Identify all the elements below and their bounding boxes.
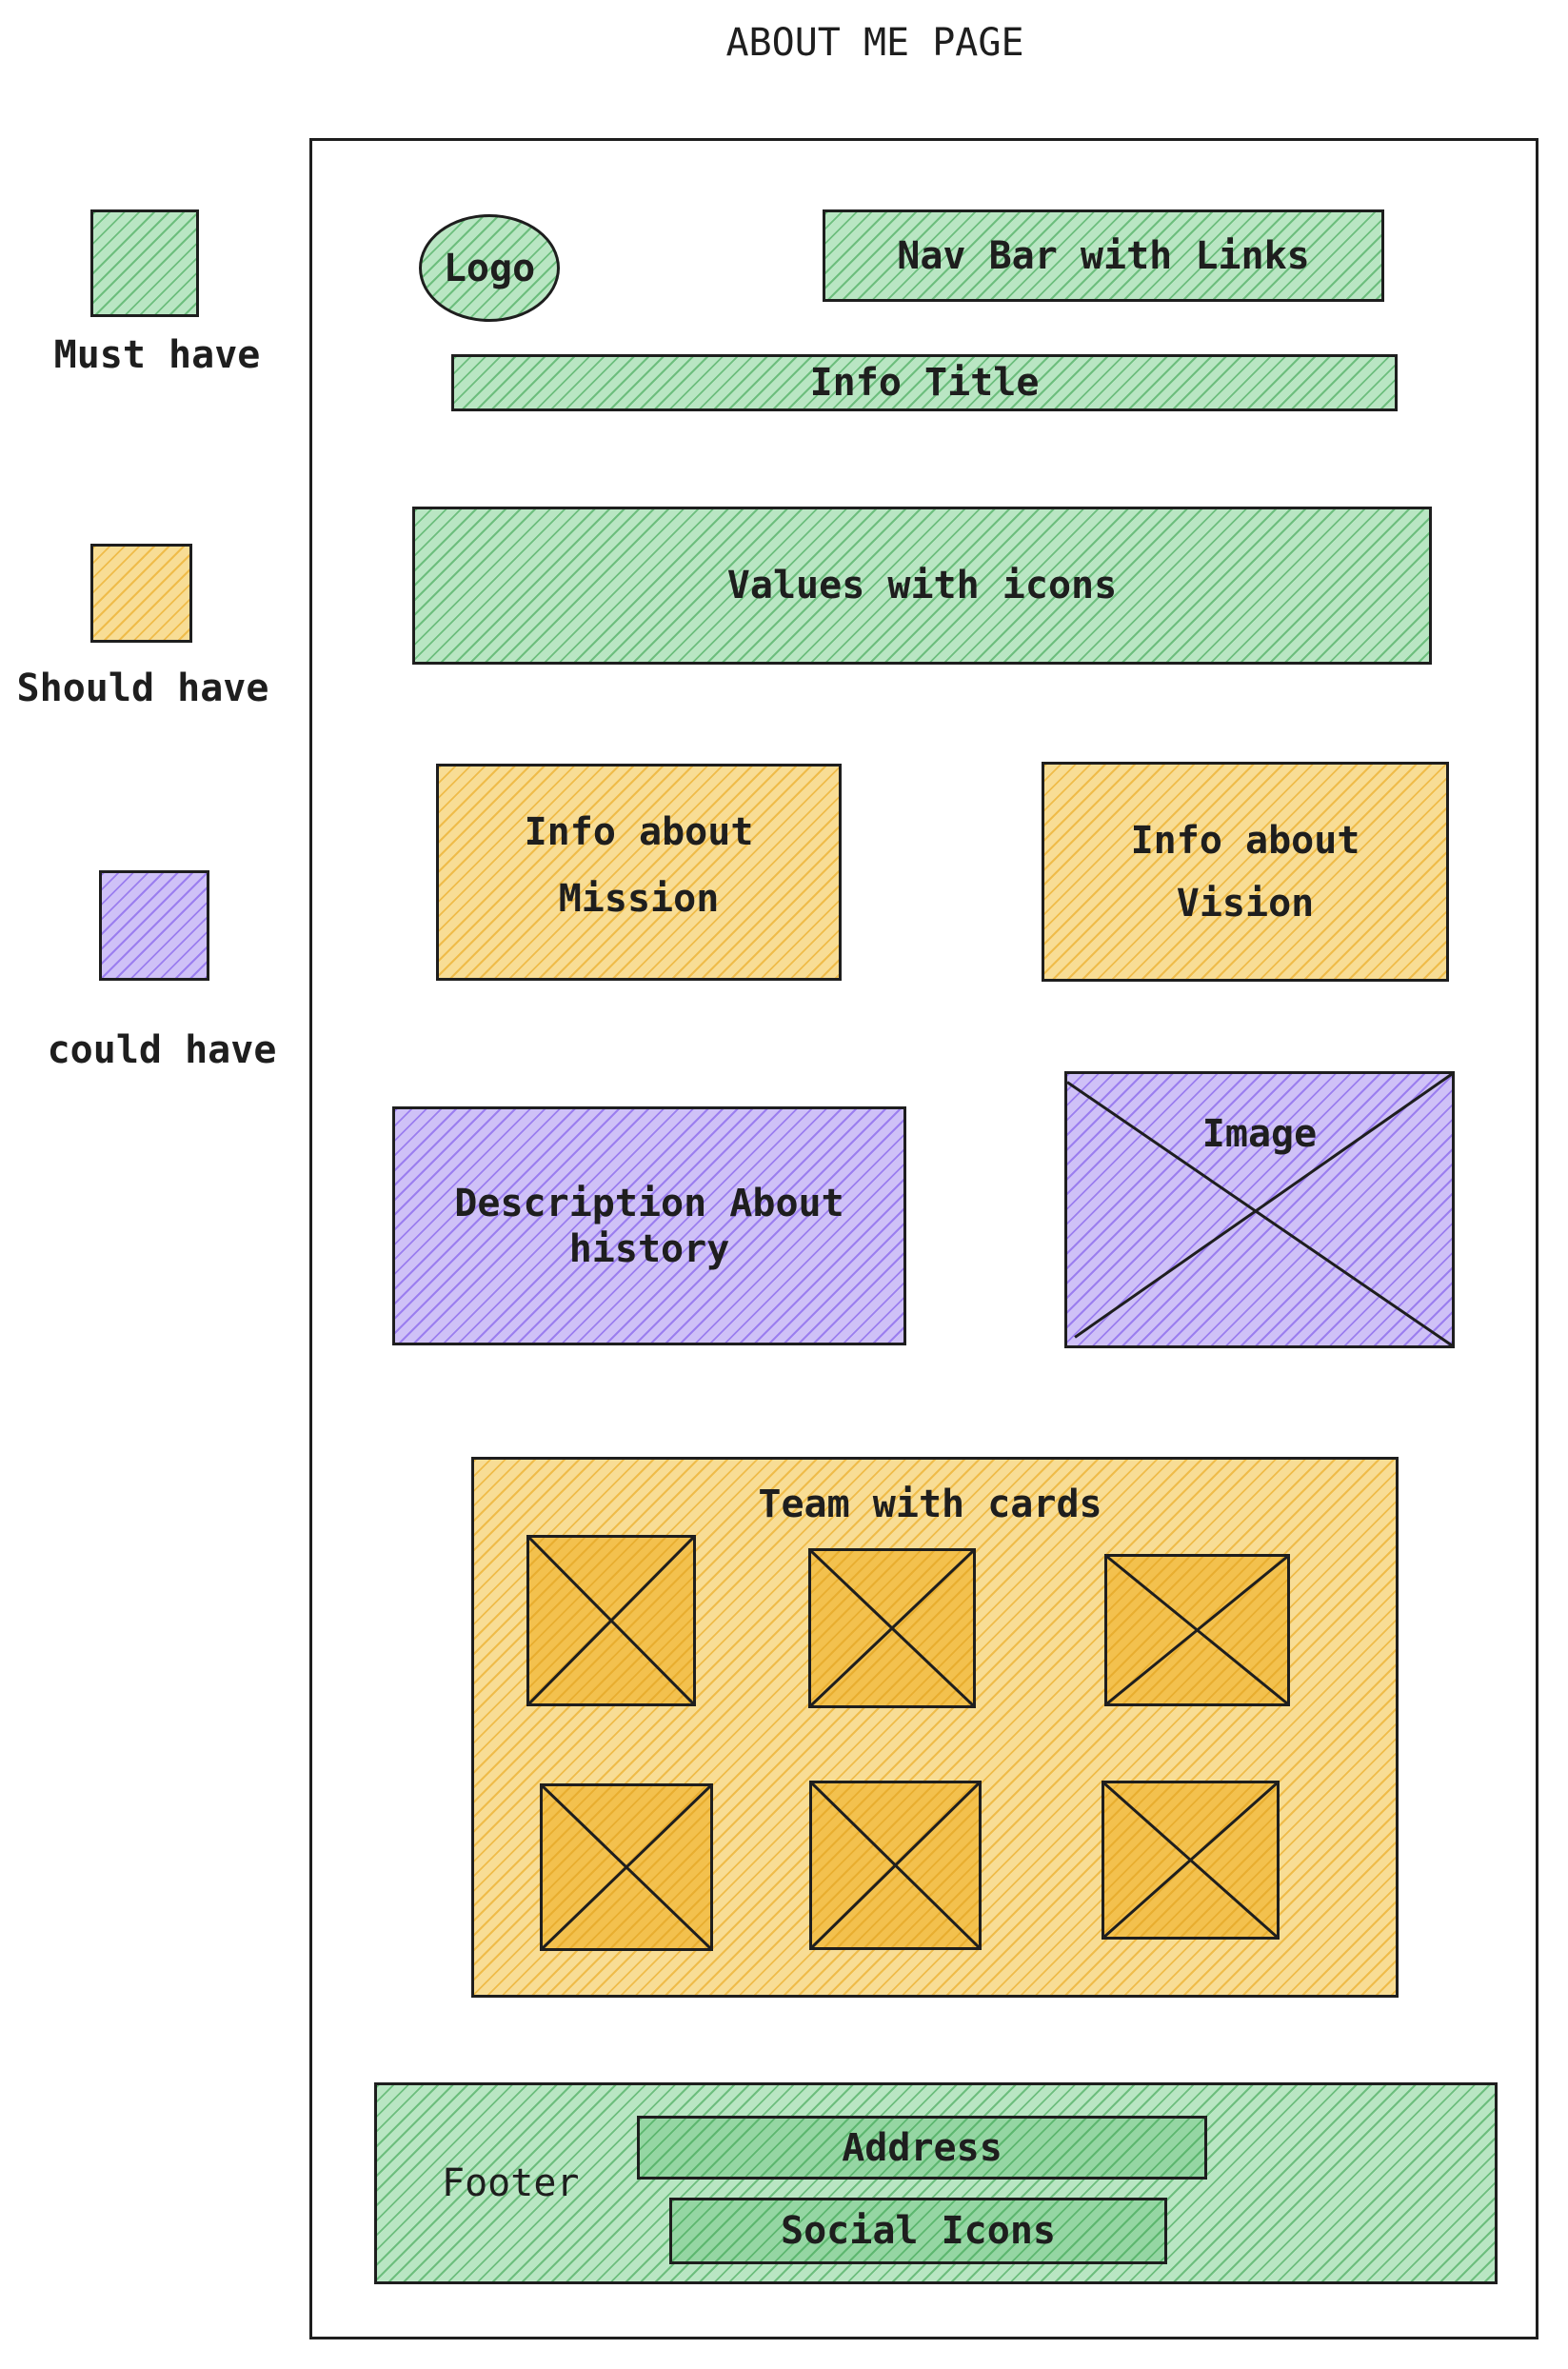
team-card: [540, 1783, 713, 1951]
mission-placeholder: Info about Mission: [436, 764, 842, 981]
card-image-icon: [811, 1551, 973, 1705]
team-card: [1102, 1781, 1280, 1940]
values-placeholder: Values with icons: [412, 507, 1432, 665]
mission-line-2: Mission: [558, 877, 720, 921]
footer-label: Footer: [442, 2161, 580, 2205]
history-line-1: Description About: [454, 1181, 844, 1225]
legend-swatch-should: [90, 544, 192, 643]
card-image-icon: [529, 1538, 693, 1703]
card-image-icon: [543, 1786, 710, 1948]
info-title-placeholder: Info Title: [451, 354, 1398, 411]
team-card: [1104, 1554, 1290, 1706]
card-image-icon: [812, 1783, 979, 1947]
legend-swatch-must: [90, 209, 199, 317]
vision-line-1: Info about: [1130, 818, 1360, 863]
team-card: [808, 1548, 976, 1708]
footer-address-placeholder: Address: [637, 2116, 1207, 2180]
legend-label-could: could have: [47, 1028, 277, 1072]
footer-social-icons-placeholder: Social Icons: [669, 2198, 1167, 2264]
image-cross-icon: [1067, 1074, 1452, 1345]
logo-placeholder: Logo: [419, 214, 560, 322]
mission-line-1: Info about: [524, 810, 754, 854]
card-image-icon: [1107, 1557, 1287, 1703]
vision-placeholder: Info about Vision: [1042, 762, 1449, 982]
vision-line-2: Vision: [1176, 881, 1315, 926]
page-frame: [309, 138, 1538, 2339]
history-line-2: history: [568, 1226, 730, 1271]
image-placeholder: Image: [1064, 1071, 1455, 1348]
card-image-icon: [1104, 1783, 1277, 1937]
image-label: Image: [1201, 1112, 1318, 1156]
nav-bar-placeholder: Nav Bar with Links: [823, 209, 1384, 302]
history-placeholder: Description About history: [392, 1106, 906, 1345]
legend-label-should: Should have: [16, 667, 269, 710]
legend-label-must: Must have: [53, 333, 261, 377]
legend-swatch-could: [99, 870, 209, 981]
team-label: Team with cards: [758, 1483, 1102, 1526]
team-card: [809, 1781, 982, 1950]
page-title: ABOUT ME PAGE: [725, 21, 1024, 65]
team-card: [526, 1535, 696, 1706]
